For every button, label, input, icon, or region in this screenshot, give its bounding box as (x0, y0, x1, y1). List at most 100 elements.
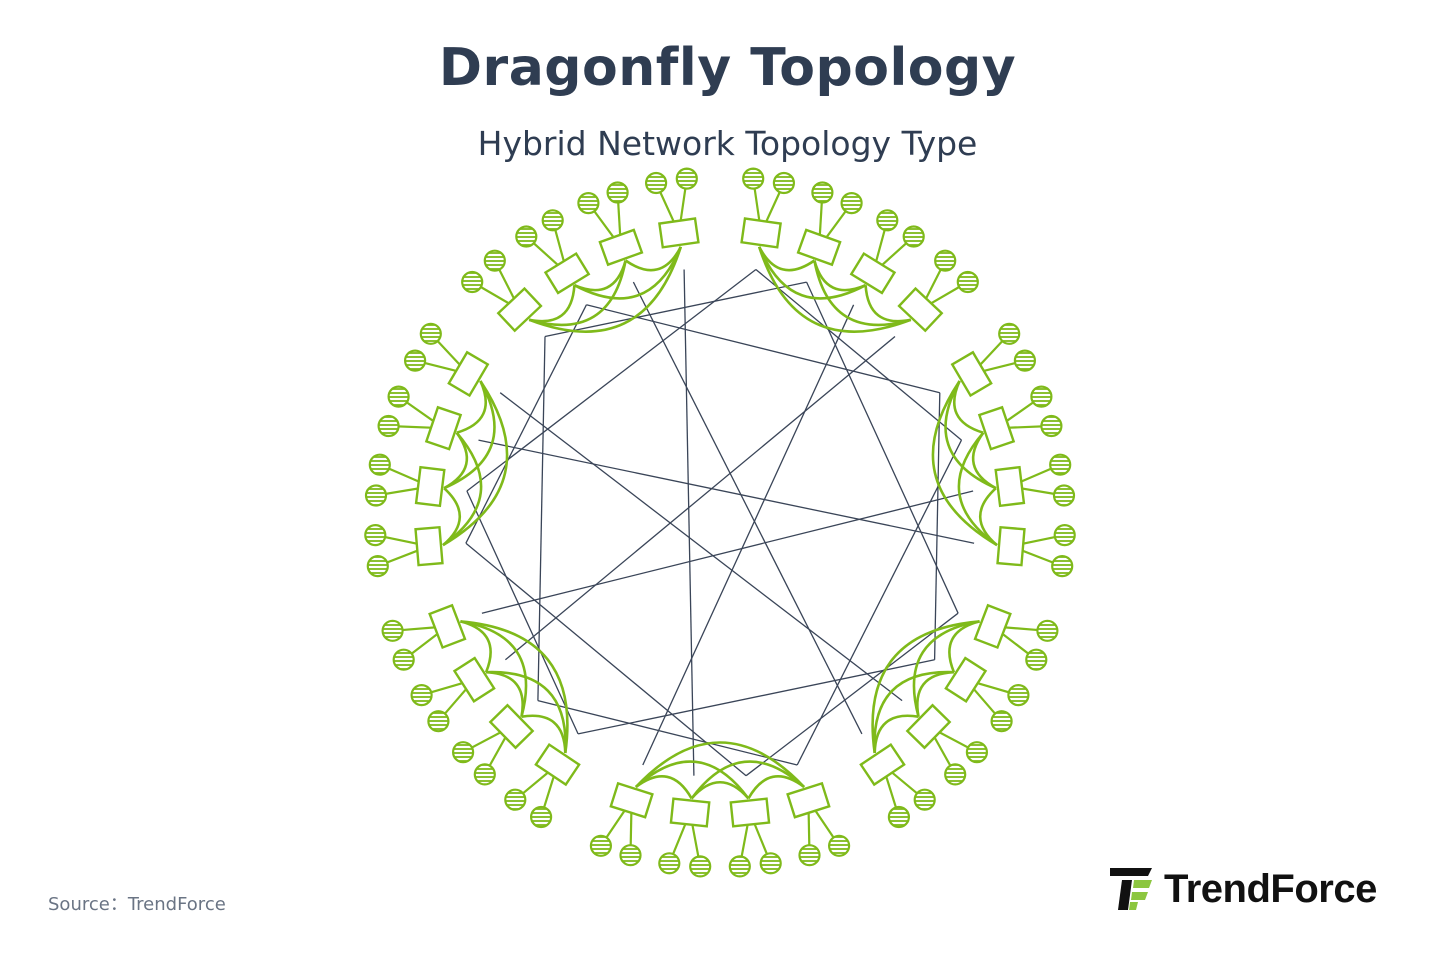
local-link (757, 246, 912, 333)
compute-node-icon (990, 710, 1013, 733)
compute-node-icon (577, 192, 600, 215)
local-link (624, 246, 682, 272)
global-link (642, 304, 855, 766)
compute-node-icon (1052, 484, 1076, 507)
router-icon (729, 797, 771, 828)
compute-node-icon (377, 414, 400, 438)
compute-node-icon (473, 763, 496, 786)
logo-wordmark: TrendForce (1164, 866, 1377, 911)
local-link (957, 431, 998, 547)
compute-node-icon (529, 805, 553, 829)
local-link (690, 760, 805, 800)
router-icon (534, 742, 581, 787)
compute-node-icon (887, 805, 911, 829)
global-link (478, 439, 975, 544)
compute-node-icon (876, 209, 899, 232)
compute-node-icon (427, 710, 450, 733)
global-link (683, 269, 695, 776)
compute-node-icon (1051, 554, 1074, 578)
local-link (635, 760, 750, 800)
router-group (931, 322, 1076, 578)
source-note: Source：TrendForce (48, 894, 226, 915)
global-link (537, 336, 546, 701)
compute-node-icon (410, 683, 433, 707)
router-group (740, 167, 979, 333)
global-link (577, 659, 935, 735)
router-icon (897, 286, 944, 333)
trendforce-logo-icon (1110, 868, 1152, 910)
local-link (864, 285, 912, 323)
compute-node-icon (644, 171, 668, 195)
global-link (481, 490, 974, 614)
router-icon (950, 350, 993, 398)
local-link (871, 620, 980, 754)
local-link (460, 620, 528, 718)
local-link (443, 380, 496, 490)
local-link (944, 380, 997, 490)
global-link (466, 490, 579, 735)
compute-node-icon (387, 385, 410, 408)
page-title: Dragonfly Topology (438, 38, 1017, 98)
router-icon (859, 742, 906, 787)
global-link (745, 612, 959, 777)
compute-node-icon (1053, 523, 1076, 547)
local-link (460, 620, 492, 673)
compute-node-icon (461, 270, 484, 294)
compute-node-icon (368, 453, 391, 476)
global-link (796, 439, 963, 766)
global-link (465, 304, 587, 544)
compute-node-icon (689, 855, 712, 878)
router-icon (740, 217, 782, 249)
compute-node-icon (515, 225, 538, 248)
global-link (586, 304, 940, 394)
router-icon (488, 703, 535, 750)
global-link (544, 281, 807, 338)
compute-node-icon (811, 181, 834, 204)
global-link (504, 335, 896, 661)
local-link (528, 246, 683, 333)
compute-node-icon (483, 249, 506, 272)
global-link (465, 542, 747, 777)
compute-node-icon (1013, 349, 1037, 372)
compute-node-icon (658, 852, 681, 875)
compute-node-icon (452, 741, 475, 764)
router-icon (598, 228, 644, 267)
local-link (757, 246, 867, 300)
compute-node-icon (1030, 385, 1053, 408)
compute-node-icon (619, 844, 642, 867)
local-link (486, 670, 567, 754)
router-group (589, 741, 851, 878)
local-link (912, 620, 980, 718)
local-link (931, 380, 998, 547)
compute-node-icon (742, 167, 765, 190)
compute-node-icon (366, 554, 389, 578)
global-link (632, 281, 863, 735)
local-link (442, 380, 509, 547)
global-link (499, 392, 903, 702)
compute-node-icon (944, 763, 967, 786)
compute-node-icon (798, 844, 821, 867)
global-link (806, 281, 959, 614)
compute-node-icon (759, 852, 782, 875)
router-icon (447, 350, 490, 398)
compute-node-icon (902, 225, 925, 248)
router-icon (496, 286, 543, 333)
compute-node-icon (934, 249, 957, 272)
compute-node-icon (404, 349, 427, 372)
router-icon (977, 405, 1016, 451)
router-icon (452, 656, 496, 703)
compute-node-icon (840, 192, 863, 215)
compute-node-icon (998, 322, 1021, 345)
router-icon (996, 525, 1026, 567)
router-icon (424, 405, 463, 451)
compute-node-icon (606, 181, 629, 204)
router-icon (796, 228, 842, 267)
compute-node-icon (589, 834, 613, 857)
router-group (364, 322, 509, 578)
router-icon (414, 525, 444, 567)
compute-node-icon (965, 741, 989, 764)
global-links (465, 268, 975, 777)
local-link (573, 246, 683, 300)
compute-node-icon (772, 171, 796, 195)
compute-node-icon (419, 322, 442, 345)
